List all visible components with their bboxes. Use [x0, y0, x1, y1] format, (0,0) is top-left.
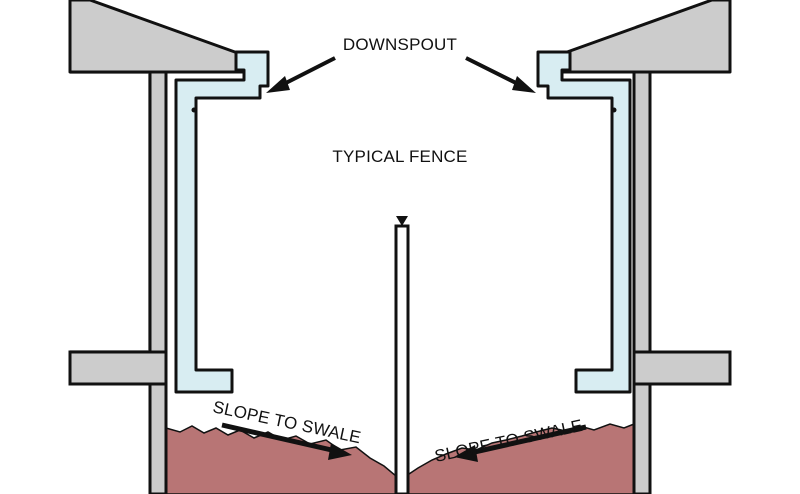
- left-building: [68, 0, 248, 494]
- right-lower-floor: [632, 350, 732, 386]
- right-roof: [554, 0, 732, 74]
- downspout-label: DOWNSPOUT: [343, 35, 457, 54]
- fence-marker-arrow: [396, 216, 408, 226]
- left-lower-floor: [68, 350, 168, 386]
- right-downspout: [536, 50, 632, 394]
- slope-arrows: [221, 422, 587, 462]
- right-building: [554, 0, 732, 494]
- fence-post: [394, 216, 410, 494]
- downspout-arrows: [266, 56, 536, 93]
- left-lower-wall: [148, 382, 168, 494]
- fence-label: TYPICAL FENCE: [332, 147, 467, 166]
- left-downspout: [174, 50, 270, 394]
- left-roof: [68, 0, 248, 74]
- right-wall-column: [632, 70, 652, 494]
